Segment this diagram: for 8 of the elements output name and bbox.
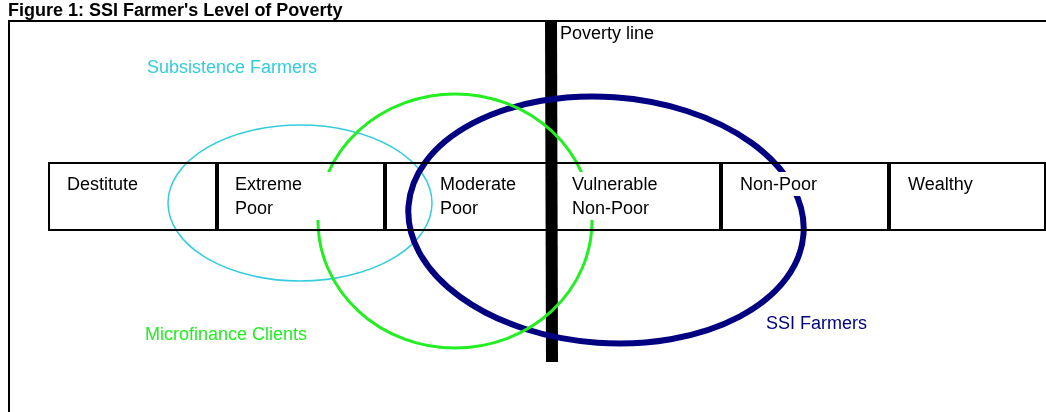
- group-label: Subsistence Farmers: [147, 56, 318, 78]
- category-cell: Destitute: [48, 162, 217, 231]
- group-label: Microfinance Clients: [145, 323, 308, 345]
- category-cell: Wealthy: [889, 162, 1046, 231]
- category-cell: Non-Poor: [721, 162, 889, 231]
- figure-title: Figure 1: SSI Farmer's Level of Poverty: [8, 0, 343, 20]
- poverty-line-label: Poverty line: [560, 22, 655, 44]
- group-label: SSI Farmers: [766, 312, 867, 334]
